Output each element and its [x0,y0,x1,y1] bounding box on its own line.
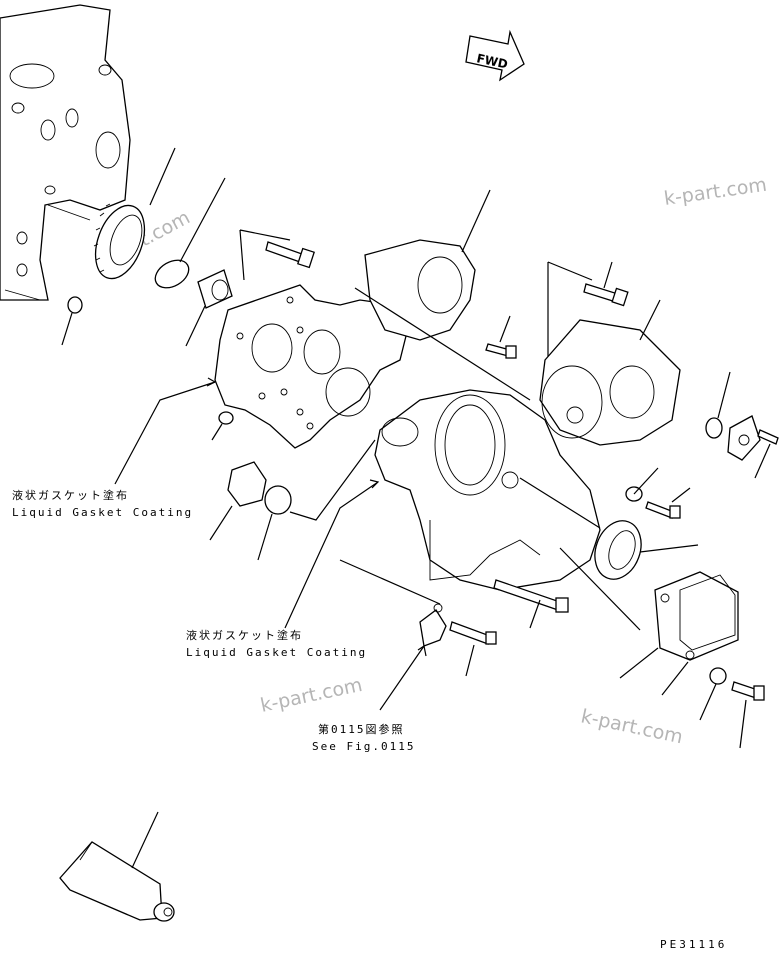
crank-gear [93,147,176,280]
oil-seal [594,520,699,580]
watermark-bottom-left: k-part.com [258,674,364,717]
long-bolt [493,579,569,629]
front-cover [374,389,641,631]
bolt-bottom-right [731,681,765,749]
short-bolt [449,621,497,677]
bolt-far-right [754,429,779,479]
liquid-gasket-tube [59,811,175,922]
leader-gasket-lower [284,481,379,629]
gasket-lower-en: Liquid Gasket Coating [186,646,367,659]
cap [257,485,292,561]
o-ring-right [705,371,731,439]
washer-bottom-right [699,667,727,721]
leader-gasket-upper [114,381,216,485]
inspection-cover [619,571,739,696]
watermark-top-right: k-part.com [663,174,769,210]
forward-arrow-icon: FWD [465,29,525,82]
seal-sleeve [185,269,233,347]
engine-block [0,4,131,301]
cover-plate-small [727,415,761,461]
figure-code: PE31116 [660,938,727,951]
ref-en: See Fig.0115 [312,740,415,753]
bolt-top [239,229,315,281]
fwd-badge-label: FWD [475,51,509,71]
dowel-pin [211,411,234,441]
gasket-upper-jp: 液状ガスケット塗布 [12,488,129,502]
bolt-right-cover [645,487,691,519]
watermark-bottom-right: k-part.com [579,705,685,748]
bushing [154,177,226,289]
clip [339,559,447,711]
washer-right [625,467,659,502]
gasket-lower-jp: 液状ガスケット塗布 [186,628,303,642]
ref-jp: 第0115図参照 [318,722,405,736]
gasket-upper-en: Liquid Gasket Coating [12,506,193,519]
front-plate [214,284,411,449]
gear-case-rear [354,189,531,401]
pump-housing [539,299,681,446]
leader-plug-to-plate [289,439,376,521]
o-ring-left [61,296,83,346]
bolt-mid [485,315,517,359]
plug [209,461,267,541]
